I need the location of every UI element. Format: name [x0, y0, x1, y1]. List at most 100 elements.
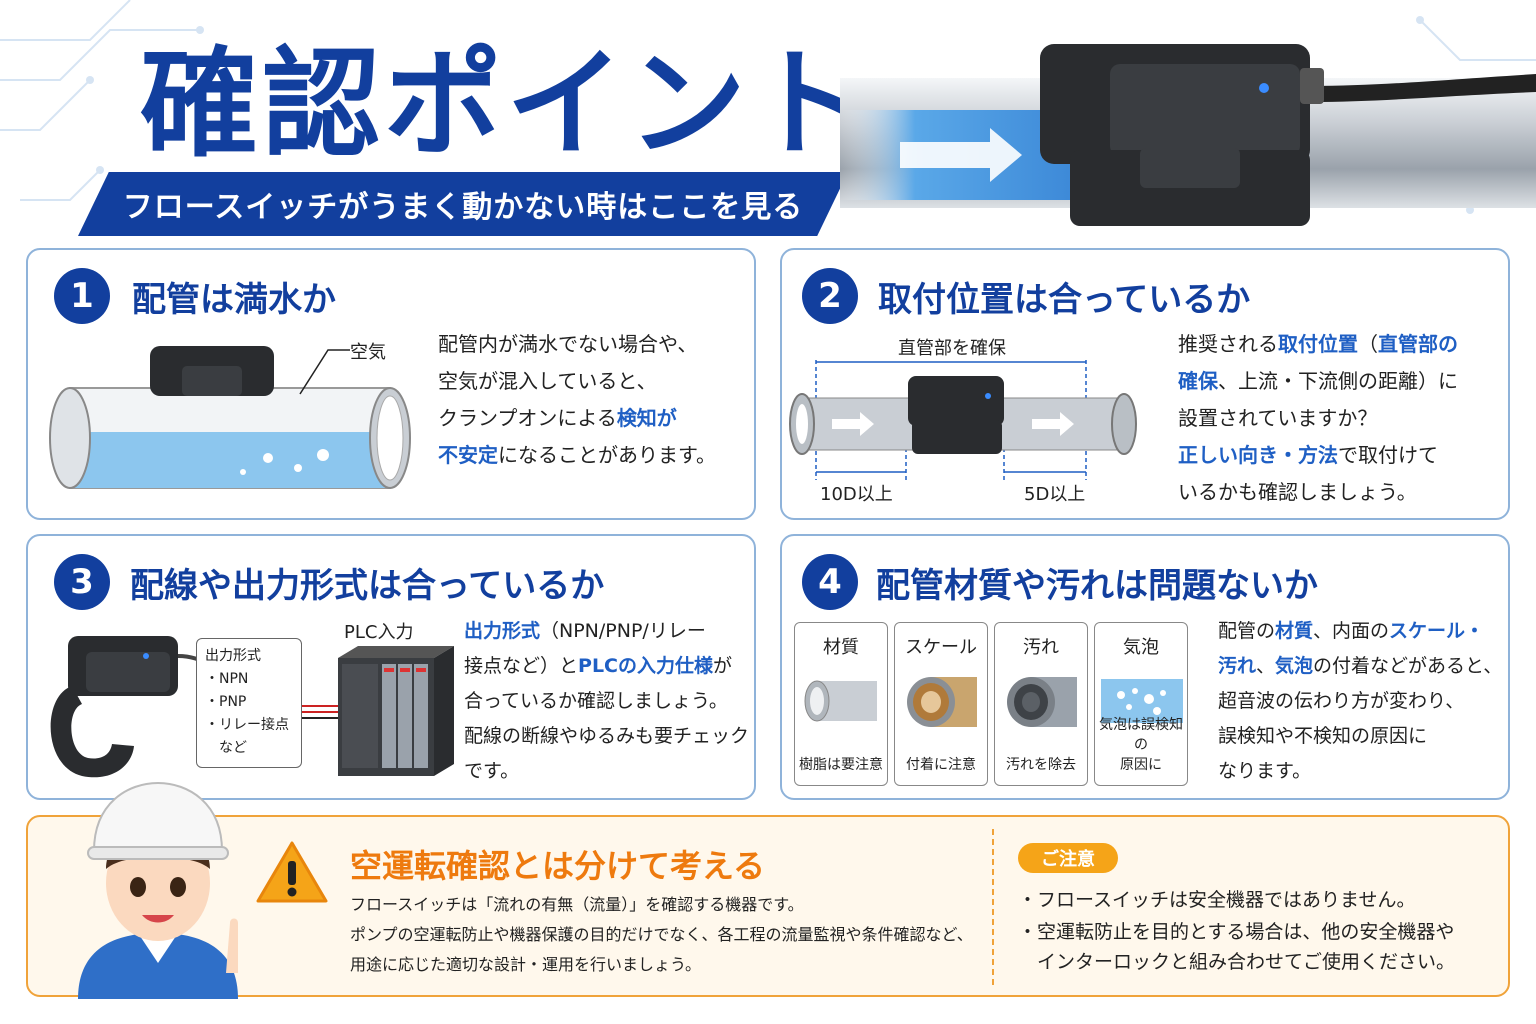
dirty-pipe-icon	[1007, 677, 1077, 727]
highlight-text: 検知が	[616, 406, 677, 430]
body-text: 設置されていますか？	[1178, 406, 1378, 430]
partial-pipe-illustration	[49, 346, 411, 489]
panel-divider	[992, 829, 994, 985]
card-pipe-full: 1 配管は満水か 空気 配管内が満水でない場合や、空気が混入していると、クランプ…	[26, 248, 756, 520]
highlight-text: 直管部の	[1378, 332, 1458, 356]
highlight-text: 出力形式	[464, 620, 541, 642]
card-body: 出力形式（NPN/PNP/リレー接点など）とPLCの入力仕様が合っているか確認し…	[464, 614, 749, 789]
card-number: 1	[54, 268, 110, 324]
body-text: の付着などがあると、	[1313, 655, 1503, 677]
body-text: 合っているか確認しましょう。	[464, 690, 728, 712]
card-title: 配管は満水か	[132, 280, 336, 320]
body-text: なります。	[1218, 760, 1312, 782]
body-text: いるかも確認しましょう。	[1178, 480, 1417, 504]
body-text: 配管の	[1218, 620, 1276, 642]
box-caption-line: 原因に	[1120, 757, 1162, 773]
note-badge: ご注意	[1018, 843, 1118, 873]
note-text: ・空運転防止を目的とする場合は、他の安全機器や	[1018, 921, 1455, 943]
body-text: （	[1358, 332, 1378, 356]
highlight-text: 正しい向き・方法	[1178, 443, 1338, 467]
output-type-item: ・リレー接点	[205, 717, 289, 733]
highlight-text: 取付位置	[1278, 332, 1358, 356]
caution-text: フロースイッチは「流れの有無（流量）」を確認する機器です。	[350, 895, 804, 914]
body-text: 、上流・下流側の距離）に	[1218, 369, 1458, 393]
body-text: が	[713, 655, 733, 677]
body-text: 空気が混入していると、	[438, 369, 657, 393]
body-line: いるかも確認しましょう。	[1178, 474, 1458, 511]
body-text: になることがあります。	[498, 443, 716, 467]
box-title: スケール	[905, 637, 977, 658]
body-line: 確保、上流・下流側の距離）に	[1178, 363, 1458, 400]
box-caption-line: 気泡は誤検知の	[1099, 717, 1183, 753]
straight-pipe-illustration	[789, 360, 1137, 480]
body-line: 正しい向き・方法で取付けて	[1178, 437, 1458, 474]
body-text: 配線の断線やゆるみも要チェック	[464, 725, 750, 747]
body-text: です。	[464, 760, 520, 782]
box-caption: 樹脂は要注意	[799, 757, 883, 773]
output-type-item: ・PNP	[205, 694, 247, 710]
card-title: 配線や出力形式は合っているか	[130, 566, 605, 606]
body-text: 接点など）と	[464, 655, 579, 677]
body-line: 設置されていますか？	[1178, 400, 1458, 437]
caution-text: ポンプの空運転防止や機器保護の目的だけでなく、各工程の流量監視や条件確認など、	[350, 925, 973, 944]
card-body: 配管内が満水でない場合や、空気が混入していると、クランプオンによる検知が不安定に…	[438, 326, 716, 474]
highlight-text: スケール・	[1389, 620, 1485, 642]
box-title: 汚れ	[1023, 637, 1059, 658]
note-text: インターロックと組み合わせてご使用ください。	[1018, 951, 1456, 973]
scale-box: スケール 付着に注意	[894, 622, 988, 786]
card-body: 配管の材質、内面のスケール・汚れ、気泡の付着などがあると、超音波の伝わり方が変わ…	[1218, 614, 1502, 789]
card-title: 配管材質や汚れは問題ないか	[876, 566, 1318, 606]
body-line: なります。	[1218, 754, 1502, 789]
highlight-text: 不安定	[438, 443, 498, 467]
dirt-box: 汚れ 汚れを除去	[994, 622, 1088, 786]
body-line: 配管内が満水でない場合や、	[438, 326, 716, 363]
note-text: ・フロースイッチは安全機器ではありません。	[1018, 889, 1416, 911]
material-box: 材質 樹脂は要注意	[794, 622, 888, 786]
body-line: 超音波の伝わり方が変わり、	[1218, 684, 1502, 719]
body-text: 配管内が満水でない場合や、	[438, 332, 698, 356]
body-line: 出力形式（NPN/PNP/リレー	[464, 614, 749, 649]
card-install-position: 2 取付位置は合っているか 直管部を確保 10D以上 5D以上 推奨される取付位…	[780, 248, 1510, 520]
sensor-plc-illustration	[50, 636, 454, 778]
straight-section-label: 直管部を確保	[898, 338, 1006, 359]
output-type-item: ・NPN	[205, 671, 249, 687]
upstream-distance-label: 10D以上	[820, 484, 893, 505]
scale-pipe-icon	[907, 677, 977, 727]
card-title: 取付位置は合っているか	[878, 280, 1251, 320]
output-type-box: 出力形式 ・NPN ・PNP ・リレー接点 など	[196, 638, 302, 768]
body-text: 超音波の伝わり方が変わり、	[1218, 690, 1465, 712]
box-title: 材質	[823, 637, 859, 658]
body-line: 空気が混入していると、	[438, 363, 716, 400]
box-caption: 付着に注意	[906, 757, 976, 773]
bubbles-icon	[1101, 679, 1183, 723]
caution-text: 用途に応じた適切な設計・運用を行いましょう。	[350, 955, 702, 974]
bubble-box: 気泡 気泡は誤検知の 原因に	[1094, 622, 1188, 786]
body-line: 接点など）とPLCの入力仕様が	[464, 649, 749, 684]
body-line: クランプオンによる検知が	[438, 400, 716, 437]
body-text: で取付けて	[1338, 443, 1438, 467]
highlight-text: 気泡	[1275, 655, 1314, 677]
plain-pipe-icon	[804, 680, 877, 722]
plc-input-label: PLC入力	[344, 622, 414, 643]
worker-mascot	[78, 781, 238, 999]
page-title: 確認ポイント	[140, 35, 873, 173]
caution-panel: 空運転確認とは分けて考える フロースイッチは「流れの有無（流量）」を確認する機器…	[26, 781, 1510, 999]
box-caption: 汚れを除去	[1006, 757, 1076, 773]
downstream-distance-label: 5D以上	[1024, 484, 1086, 505]
warning-icon	[256, 841, 328, 903]
body-text: 、内面の	[1313, 620, 1390, 642]
box-caption: 気泡は誤検知の 原因に	[1095, 715, 1187, 775]
body-text: 、	[1256, 655, 1276, 677]
highlight-text: 汚れ	[1218, 655, 1257, 677]
subtitle-ribbon: フロースイッチがうまく動かない時はここを見る	[78, 172, 848, 236]
caution-title: 空運転確認とは分けて考える	[350, 847, 766, 885]
hero-flow-switch-illustration	[840, 44, 1536, 226]
box-title: 気泡	[1123, 637, 1159, 658]
highlight-text: PLCの入力仕様	[578, 655, 713, 677]
card-body: 推奨される取付位置（直管部の確保、上流・下流側の距離）に設置されていますか？正し…	[1178, 326, 1458, 511]
body-line: 誤検知や不検知の原因に	[1218, 719, 1502, 754]
output-type-title: 出力形式	[205, 648, 261, 664]
card-pipe-material: 4 配管材質や汚れは問題ないか 材質 樹脂は要注意 スケール 付着に注意 汚れ …	[780, 534, 1510, 800]
air-label: 空気	[350, 342, 386, 363]
output-type-item: など	[205, 740, 247, 756]
